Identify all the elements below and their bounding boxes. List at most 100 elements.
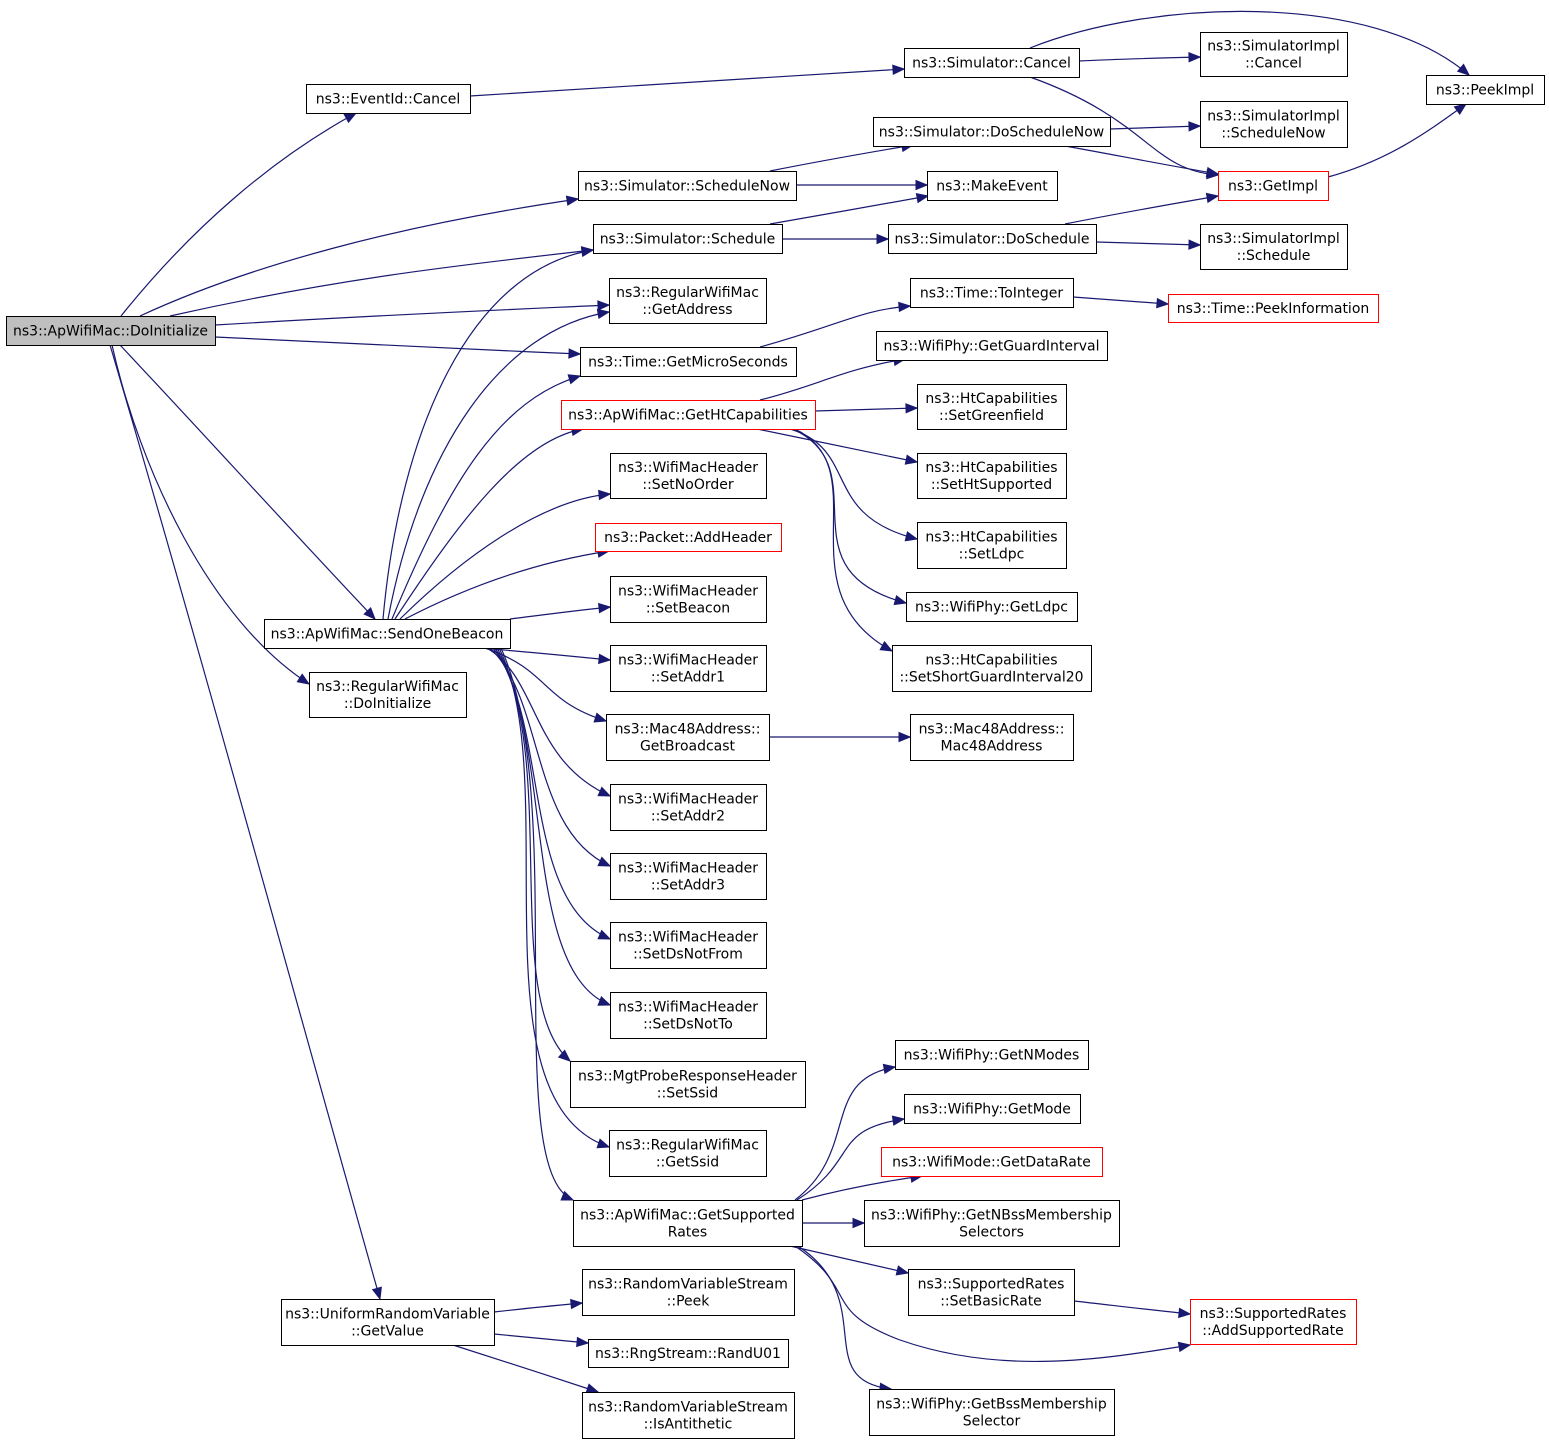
node-ht-sethtsupported[interactable]: ns3::HtCapabilities::SetHtSupported [917,453,1067,499]
node-mac48-getbroadcast[interactable]: ns3::Mac48Address::GetBroadcast [606,714,770,761]
edge-rates_setbasicrate-to-rates_addsupportedrate [1073,1300,1192,1319]
arrowhead-icon [1205,192,1220,204]
node-label: ns3::SupportedRates [918,1277,1065,1293]
node-simimpl-cancel[interactable]: ns3::SimulatorImpl::Cancel [1200,32,1348,77]
node-wifiphy-getguardinterval[interactable]: ns3::WifiPhy::GetGuardInterval [876,331,1108,361]
node-time-tointeger[interactable]: ns3::Time::ToInteger [910,278,1074,308]
node-packet-addheader[interactable]: ns3::Packet::AddHeader [595,523,782,552]
node-box [1168,294,1379,323]
edge-uniform_getvalue-to-rng_randu01 [493,1333,590,1348]
edge-ap_gethtcapabilities-to-wifiphy_getldpc [792,428,908,606]
node-label: ::SetAddr1 [651,670,725,686]
edge-line [794,1066,896,1201]
edge-line [759,358,906,401]
node-peekimpl[interactable]: ns3::PeekImpl [1426,75,1545,105]
node-sim-schedule[interactable]: ns3::Simulator::Schedule [593,224,783,254]
node-uniform-getvalue[interactable]: ns3::UniformRandomVariable::GetValue [281,1299,495,1346]
node-wifiphy-getmode[interactable]: ns3::WifiPhy::GetMode [904,1094,1081,1124]
node-label: ns3::RegularWifiMac [316,679,459,695]
node-rng-randu01[interactable]: ns3::RngStream::RandU01 [588,1339,789,1368]
node-label: ::SetHtSupported [931,477,1052,493]
node-sim-cancel[interactable]: ns3::Simulator::Cancel [904,48,1080,78]
node-label: ns3::ApWifiMac::GetSupported [580,1208,795,1224]
edge-line [1109,125,1201,130]
node-sim-doschedulenow[interactable]: ns3::Simulator::DoScheduleNow [873,117,1111,147]
node-ap-sendonebeacon[interactable]: ns3::ApWifiMac::SendOneBeacon [264,619,511,649]
node-simimpl-schedule[interactable]: ns3::SimulatorImpl::Schedule [1200,224,1348,270]
arrowhead-icon [597,786,612,797]
edge-line [756,428,918,463]
node-box [573,1200,803,1247]
arrowhead-icon [576,1336,590,1348]
node-label: ns3::Simulator::Schedule [600,232,776,248]
node-hdr-setbeacon[interactable]: ns3::WifiMacHeader::SetBeacon [610,576,767,623]
node-time-getmicroseconds[interactable]: ns3::Time::GetMicroSeconds [580,347,797,377]
node-time-peekinformation[interactable]: ns3::Time::PeekInformation [1168,294,1379,323]
node-box [610,992,767,1039]
node-label: ns3::Time::GetMicroSeconds [588,355,788,371]
edge-line [452,1344,599,1393]
arrowhead-icon [596,1138,611,1149]
node-probe-setssid[interactable]: ns3::MgtProbeResponseHeader::SetSsid [570,1061,806,1108]
node-sim-doschedule[interactable]: ns3::Simulator::DoSchedule [888,224,1097,254]
edge-line [789,428,918,540]
node-ht-setldpc[interactable]: ns3::HtCapabilities::SetLdpc [917,522,1067,569]
edge-line [801,1175,923,1201]
node-ht-setgreenfield[interactable]: ns3::HtCapabilities::SetGreenfield [917,384,1067,430]
arrowhead-icon [560,1190,575,1201]
node-label: ::SetSsid [657,1086,718,1102]
node-label: ::GetAddress [642,302,732,318]
node-regular-doinitialize[interactable]: ns3::RegularWifiMac::DoInitialize [309,672,467,718]
node-rvs-peek[interactable]: ns3::RandomVariableStream::Peek [582,1269,795,1316]
edge-line [399,493,611,620]
node-hdr-setaddr2[interactable]: ns3::WifiMacHeader::SetAddr2 [610,784,767,831]
arrowhead-icon [905,403,919,414]
edge-line [489,647,611,867]
node-ht-setshortgi20[interactable]: ns3::HtCapabilities::SetShortGuardInterv… [892,645,1092,692]
edge-line [120,112,357,317]
node-wifimode-getdatarate[interactable]: ns3::WifiMode::GetDataRate [881,1147,1103,1177]
node-hdr-setdsnotfrom[interactable]: ns3::WifiMacHeader::SetDsNotFrom [610,922,767,969]
node-wifiphy-getnmodes[interactable]: ns3::WifiPhy::GetNModes [895,1040,1089,1070]
node-label: ns3::Time::PeekInformation [1177,301,1370,317]
node-ap-gethtcapabilities[interactable]: ns3::ApWifiMac::GetHtCapabilities [561,400,816,430]
edge-sim_doschedule-to-simimpl_schedule [1095,239,1202,250]
arrowhead-icon [568,348,582,359]
node-box [309,672,467,718]
node-getimpl[interactable]: ns3::GetImpl [1218,171,1329,201]
edge-ap_sendonebeacon-to-hdr_setnoorder [399,489,612,620]
node-regular-getaddress[interactable]: ns3::RegularWifiMac::GetAddress [609,278,767,324]
node-label: ::SetShortGuardInterval20 [899,670,1083,686]
node-rates-setbasicrate[interactable]: ns3::SupportedRates::SetBasicRate [908,1269,1075,1316]
edge-line [1327,103,1467,178]
node-box [561,400,816,430]
node-hdr-setdsnotto[interactable]: ns3::WifiMacHeader::SetDsNotTo [610,992,767,1039]
node-label: ns3::ApWifiMac::GetHtCapabilities [568,408,808,424]
node-eventid-cancel[interactable]: ns3::EventId::Cancel [306,84,471,114]
node-root[interactable]: ns3::ApWifiMac::DoInitialize [6,316,216,346]
node-label: ::AddSupportedRate [1202,1323,1343,1339]
arrowhead-icon [879,640,894,652]
node-sim-schedulenow[interactable]: ns3::Simulator::ScheduleNow [578,171,797,201]
edge-ap_gethtcapabilities-to-ht_setshortgi20 [794,428,894,652]
node-box [1190,1299,1357,1345]
node-label: ns3::WifiMacHeader [618,653,758,669]
node-hdr-setnoorder[interactable]: ns3::WifiMacHeader::SetNoOrder [610,453,767,499]
node-mac48-mac48address[interactable]: ns3::Mac48Address::Mac48Address [910,714,1074,761]
node-rates-addsupportedrate[interactable]: ns3::SupportedRates::AddSupportedRate [1190,1299,1357,1345]
node-rvs-isantithetic[interactable]: ns3::RandomVariableStream::IsAntithetic [582,1392,795,1439]
node-regular-getssid[interactable]: ns3::RegularWifiMac::GetSsid [609,1130,767,1177]
node-makeevent[interactable]: ns3::MakeEvent [927,171,1058,201]
node-wifiphy-getldpc[interactable]: ns3::WifiPhy::GetLdpc [906,592,1078,622]
node-simimpl-schedulenow[interactable]: ns3::SimulatorImpl::ScheduleNow [1200,101,1348,148]
node-hdr-setaddr3[interactable]: ns3::WifiMacHeader::SetAddr3 [610,853,767,900]
arrowhead-icon [1205,166,1220,178]
edge-line [214,336,581,355]
node-box [264,619,511,649]
node-label: ns3::Simulator::ScheduleNow [584,179,790,195]
arrowhead-icon [904,531,919,542]
node-hdr-setaddr1[interactable]: ns3::WifiMacHeader::SetAddr1 [610,645,767,692]
